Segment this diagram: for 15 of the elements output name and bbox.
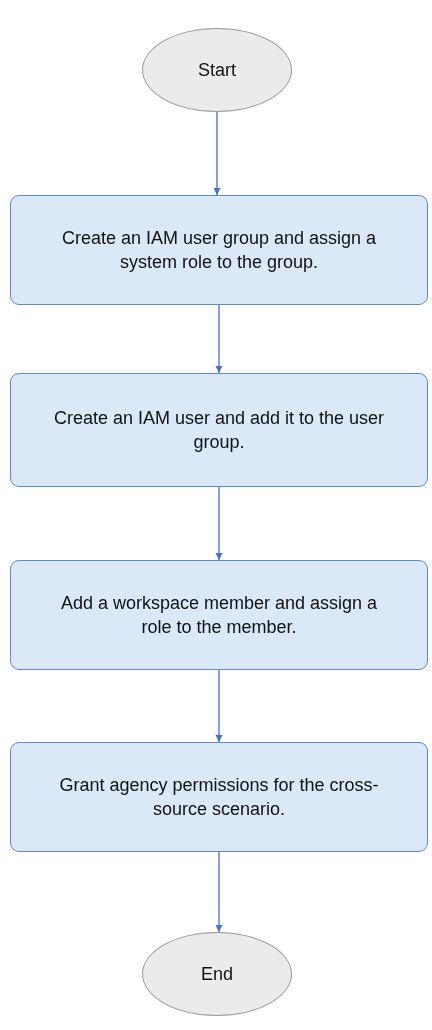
process-box (10, 195, 428, 305)
step-text: Grant agency permissions for the cross-source scenario. (58, 773, 380, 821)
arrow (215, 669, 223, 743)
arrow (215, 851, 223, 933)
step-text: Create an IAM user and add it to the user group. (52, 406, 386, 454)
step-text: Start (197, 58, 237, 82)
step-text: Add a workspace member and assign a role to the member. (59, 591, 379, 639)
arrow (215, 304, 223, 374)
step-text: Create an IAM user group and assign a system role to the group. (60, 226, 378, 274)
arrow (215, 486, 223, 561)
step-text: End (200, 962, 234, 986)
process-box (10, 742, 428, 852)
process-box (10, 373, 428, 487)
process-box (10, 560, 428, 670)
arrow (213, 111, 221, 196)
